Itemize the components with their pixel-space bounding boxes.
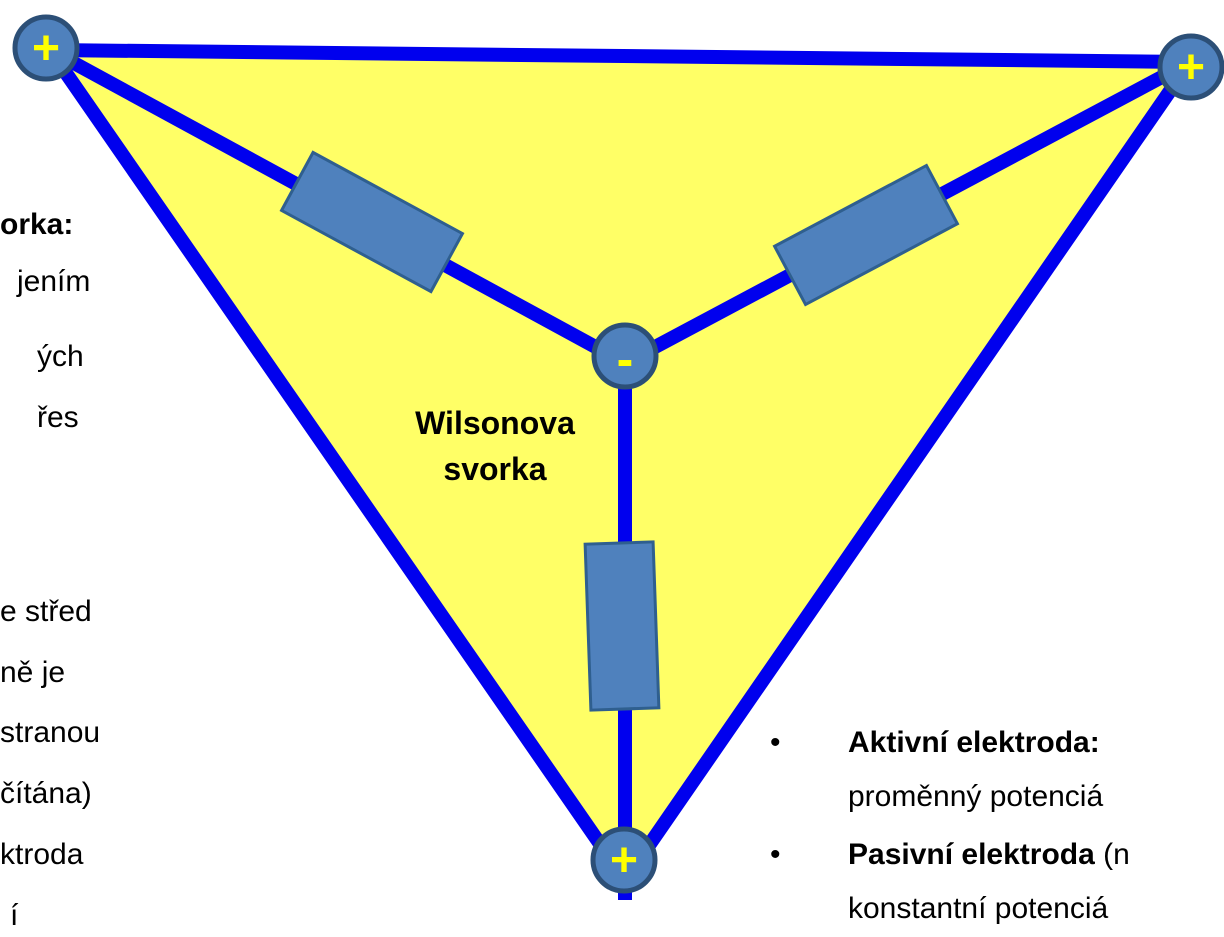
bullet-marker: • bbox=[770, 726, 781, 759]
passive-electrode-title-wrap: Pasivní elektroda (n bbox=[848, 836, 1130, 874]
active-electrode-desc: proměnný potenciá bbox=[848, 780, 1104, 813]
wilson-terminal-label: Wilsonova svorka bbox=[360, 400, 630, 492]
left-text-line-4: řes bbox=[37, 401, 79, 434]
passive-electrode-title: Pasivní elektroda bbox=[848, 838, 1095, 871]
node-bottom: + bbox=[590, 826, 658, 894]
resistor-left bbox=[279, 150, 465, 294]
svg-text:+: + bbox=[610, 834, 638, 887]
node-top-right: + bbox=[1157, 33, 1224, 101]
svg-text:+: + bbox=[32, 22, 60, 75]
passive-electrode-desc: konstantní potenciá bbox=[848, 892, 1109, 925]
left-text-line-9: ktroda bbox=[0, 838, 84, 871]
resistor-bottom bbox=[583, 540, 661, 712]
left-text-line-10: í bbox=[10, 899, 19, 932]
node-top-left: + bbox=[12, 14, 80, 82]
svg-text:-: - bbox=[617, 331, 634, 387]
passive-electrode-suffix: (n bbox=[1094, 838, 1130, 871]
resistor-right bbox=[772, 163, 960, 307]
active-electrode-title: Aktivní elektroda: bbox=[848, 726, 1100, 759]
left-text-line-2: jením bbox=[17, 265, 91, 298]
left-text-line-8: čítána) bbox=[0, 777, 92, 810]
left-text-line-3: ých bbox=[37, 340, 84, 373]
left-text-line-1: orka: bbox=[0, 208, 74, 241]
wilson-terminal-label-line1: Wilsonova bbox=[415, 405, 575, 441]
wilson-terminal-label-line2: svorka bbox=[443, 451, 547, 487]
node-center: - bbox=[591, 322, 659, 390]
left-text-line-5: e střed bbox=[0, 595, 92, 628]
left-text-line-6: ně je bbox=[0, 656, 66, 689]
svg-text:+: + bbox=[1177, 41, 1205, 94]
bullet-marker: • bbox=[770, 838, 781, 871]
left-text-line-7: stranou bbox=[0, 716, 101, 749]
